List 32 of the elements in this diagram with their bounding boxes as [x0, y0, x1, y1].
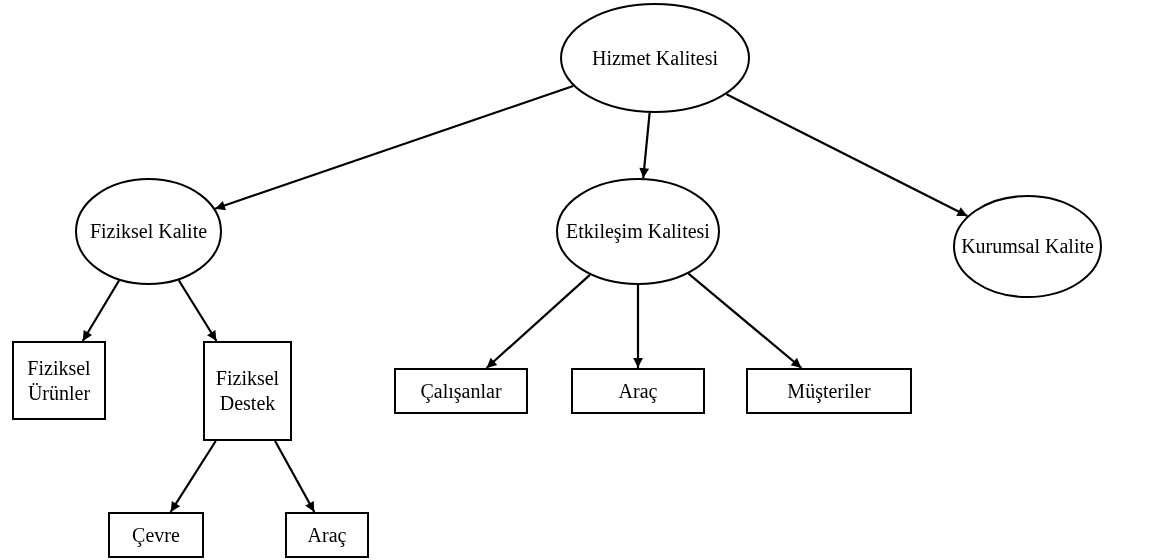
node-label: Fiziksel Kalite [89, 219, 208, 244]
node-label: Hizmet Kalitesi [591, 45, 719, 71]
arrow [687, 272, 803, 369]
node-label: Çevre [132, 522, 180, 548]
node-label: Kurumsal Kalite [961, 234, 1094, 259]
ellipse-node [953, 195, 1102, 298]
node-label: Araç [618, 378, 658, 404]
process-box [108, 512, 204, 558]
process-box [203, 341, 292, 441]
process-box [12, 341, 106, 420]
arrow [639, 112, 651, 179]
process-box [571, 368, 705, 414]
arrow [274, 440, 316, 513]
arrow [177, 279, 218, 342]
arrow [214, 84, 574, 211]
node-label: Çalışanlar [420, 378, 502, 404]
node-label: Fiziksel Destek [214, 366, 281, 416]
ellipse-node [75, 178, 222, 285]
arrow [81, 279, 120, 342]
process-box [394, 368, 528, 414]
arrow [485, 274, 591, 369]
arrow [633, 285, 643, 368]
ellipse-node [560, 3, 750, 113]
process-box [285, 512, 369, 558]
arrow [169, 440, 217, 513]
node-label: Müşteriler [787, 378, 871, 404]
process-box [746, 368, 912, 414]
ellipse-node [556, 178, 720, 285]
node-label: Fiziksel Ürünler [26, 355, 92, 406]
arrow [726, 93, 968, 218]
node-label: Etkileşim Kalitesi [566, 219, 710, 244]
node-label: Araç [307, 522, 347, 548]
